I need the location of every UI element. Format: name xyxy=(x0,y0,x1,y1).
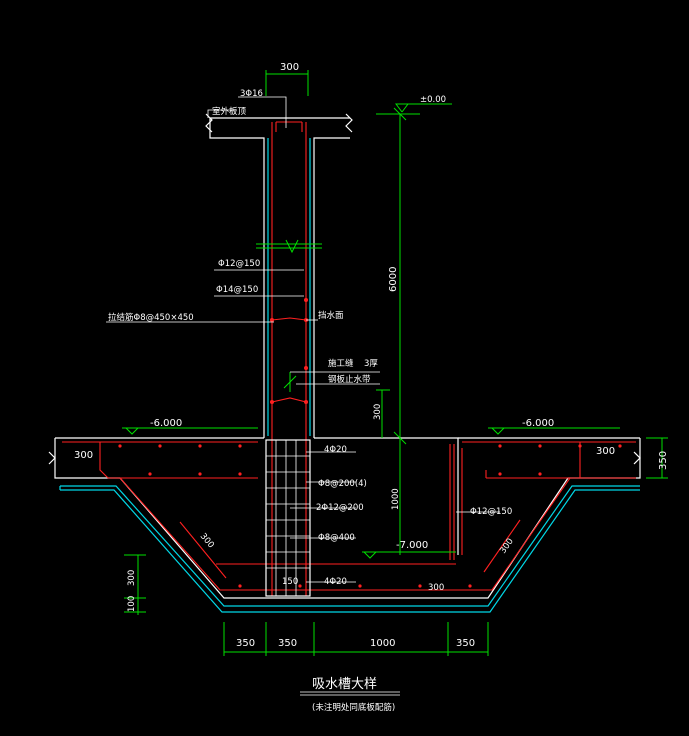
top-bars-label: 3Φ16 xyxy=(240,89,263,99)
annotations: 300 3Φ16 室外板顶 ±0.00 6000 Φ12@150 Φ14@150… xyxy=(74,62,669,713)
steel-waterstop-label: 钢板止水带 xyxy=(328,374,371,385)
dim-1000-label: 1000 xyxy=(370,638,395,649)
bar-4phi20-top-label: 4Φ20 xyxy=(324,445,347,455)
height-1000-label: 1000 xyxy=(391,488,401,510)
dimensions xyxy=(122,70,668,656)
slab-left-thk-label: 300 xyxy=(74,450,93,461)
drawing-title: 吸水槽大样 xyxy=(312,677,377,692)
drawing-subtitle: (未注明处同底板配筋) xyxy=(312,702,395,713)
dim-150-label: 150 xyxy=(282,577,298,587)
dim-350-a-label: 350 xyxy=(236,638,255,649)
stirrup-label: Φ8@200(4) xyxy=(318,479,367,489)
bar-phi12-150-label: Φ12@150 xyxy=(470,507,512,517)
column-cage xyxy=(265,439,311,597)
concrete-outline xyxy=(48,113,641,599)
dim-100-left-label: 100 xyxy=(127,596,137,612)
bottom-300-label: 300 xyxy=(428,583,444,593)
dim-350-c-label: 350 xyxy=(456,638,475,649)
level-left-label: -6.000 xyxy=(150,418,182,429)
outdoor-slab-label: 室外板顶 xyxy=(212,106,247,117)
level-right-label: -6.000 xyxy=(522,418,554,429)
level-pit-label: -7.000 xyxy=(396,540,428,551)
waterproof-layer xyxy=(59,138,640,613)
construction-joint-3-label: 3厚 xyxy=(364,359,378,369)
rebar xyxy=(62,121,636,596)
dim-300-left-label: 300 xyxy=(127,570,137,586)
slab-right-thk-label: 300 xyxy=(596,446,615,457)
leaders xyxy=(106,96,500,696)
level-zero-label: ±0.00 xyxy=(420,95,446,105)
top-width-label: 300 xyxy=(280,62,299,73)
tie-bar-label: 拉结筋Φ8@450×450 xyxy=(108,312,194,323)
wall-bar-2-label: Φ14@150 xyxy=(216,285,258,295)
side-bar-label: 2Φ12@200 xyxy=(316,503,364,513)
bar-4phi20-bot-label: 4Φ20 xyxy=(324,577,347,587)
height-6000-label: 6000 xyxy=(388,267,399,292)
dim-300-joint-label: 300 xyxy=(373,404,383,420)
wall-bar-1-label: Φ12@150 xyxy=(218,259,260,269)
rebar-dots xyxy=(118,298,622,588)
dim-350-right-label: 350 xyxy=(658,451,669,470)
slope-right-label: 300 xyxy=(498,537,516,556)
waterstop-face-label: 挡水面 xyxy=(318,310,344,321)
construction-joint-label: 施工缝 xyxy=(328,358,354,369)
dim-350-b-label: 350 xyxy=(278,638,297,649)
bar-phi8-400-label: Φ8@400 xyxy=(318,533,355,543)
